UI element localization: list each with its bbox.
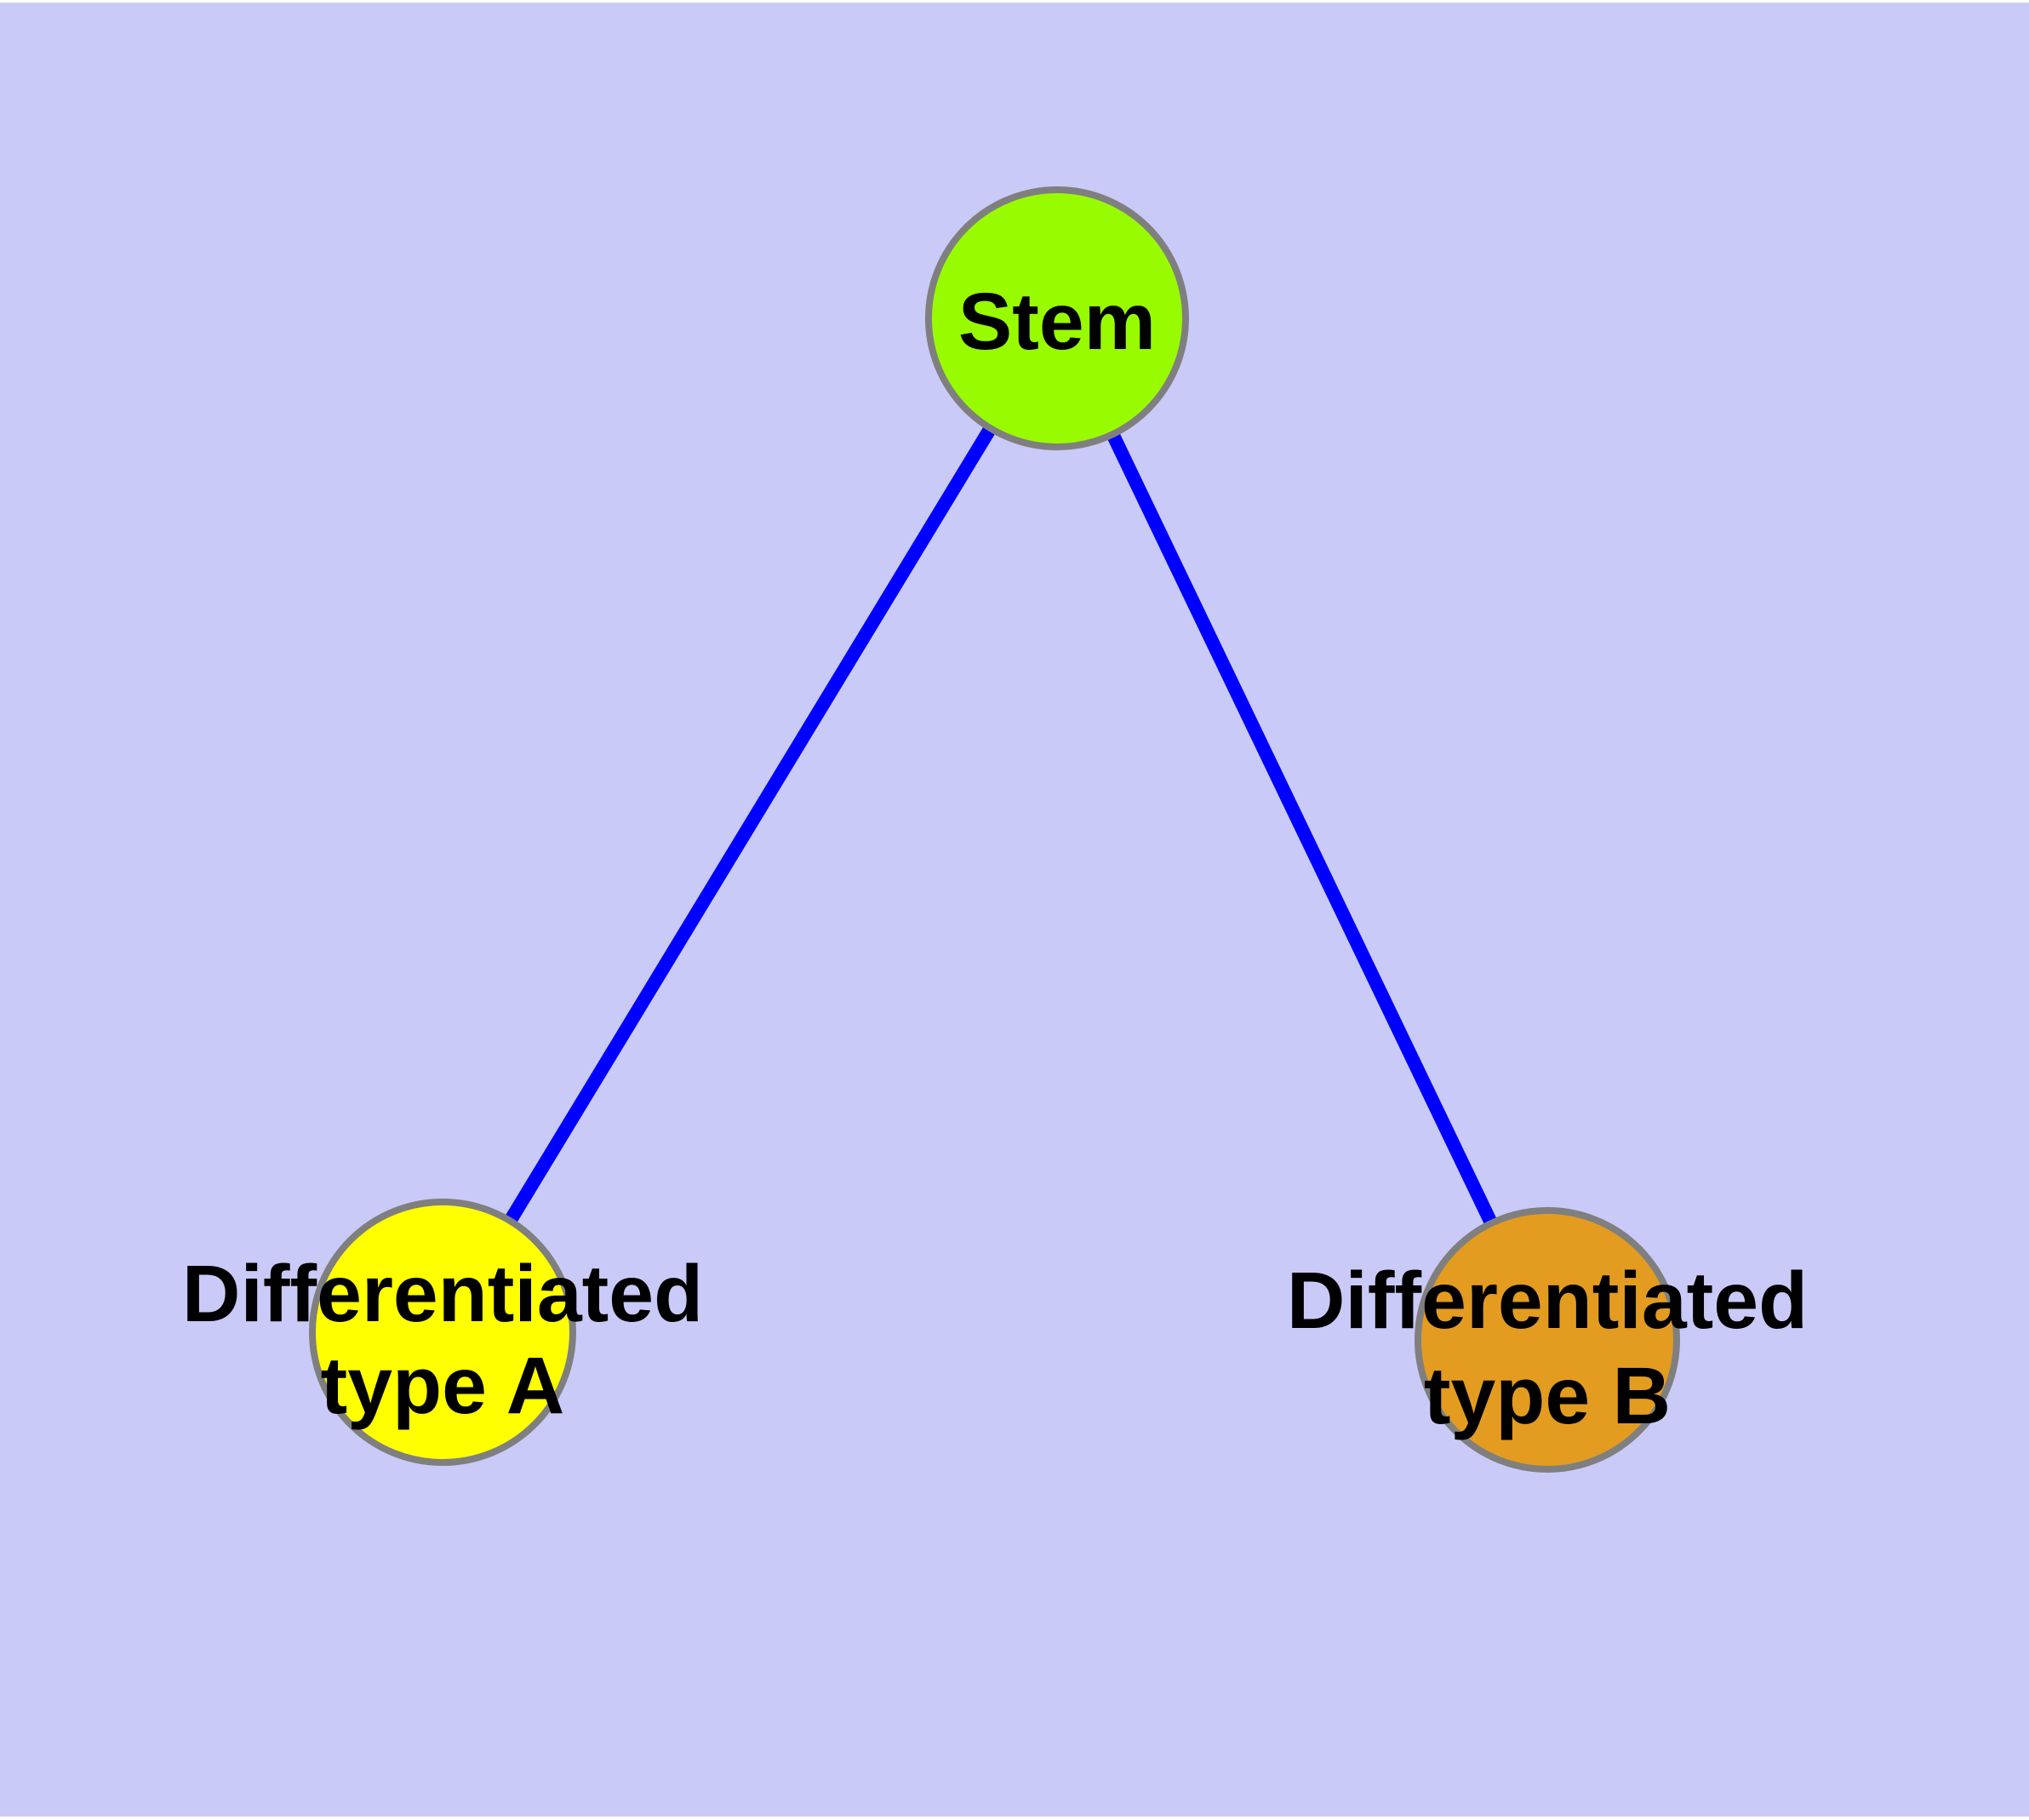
edge-stem-to-type-a [437,314,1063,1336]
node-type-a-label-line2: type A [321,1341,565,1431]
node-stem-label: Stem [958,277,1156,367]
node-differentiated-type-b [1415,1207,1680,1473]
node-type-b-label-line1: Differentiated [1287,1256,1808,1346]
node-type-a-label-line1: Differentiated [182,1249,703,1339]
edge-stem-to-type-b [1050,315,1554,1343]
node-type-b-label-line2: type B [1424,1351,1671,1441]
node-stem [925,186,1189,450]
node-differentiated-type-a [309,1199,576,1466]
